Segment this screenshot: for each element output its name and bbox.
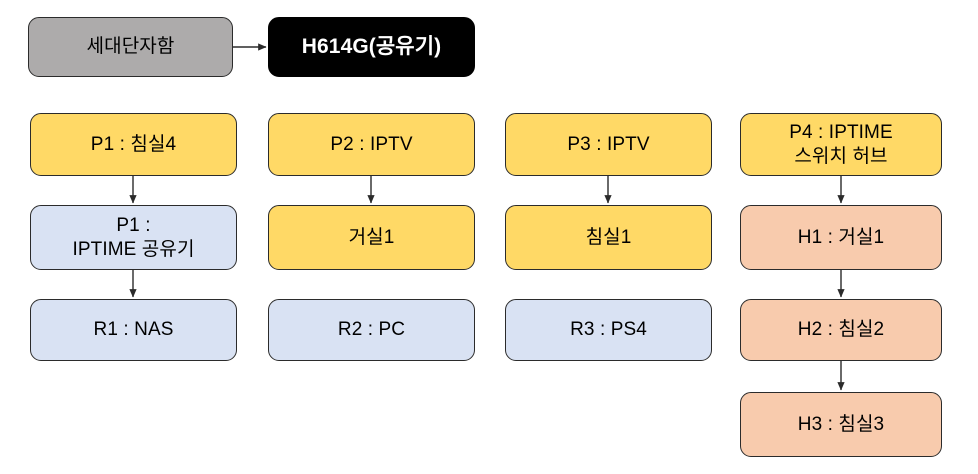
n-r2-pc[interactable]: R2 : PC: [268, 299, 475, 361]
n-living-room-1[interactable]: 거실1: [268, 205, 475, 270]
n-p2-iptv[interactable]: P2 : IPTV: [268, 113, 475, 176]
n-bedroom-1[interactable]: 침실1: [505, 205, 712, 270]
n-p4-iptime-hub[interactable]: P4 : IPTIME 스위치 허브: [740, 113, 942, 176]
n-p1-iptime-router[interactable]: P1 : IPTIME 공유기: [30, 205, 237, 270]
n-r3-ps4[interactable]: R3 : PS4: [505, 299, 712, 361]
n-p3-iptv[interactable]: P3 : IPTV: [505, 113, 712, 176]
n-distribution-box[interactable]: 세대단자함: [28, 17, 233, 77]
n-h614g-router[interactable]: H614G(공유기): [268, 17, 475, 77]
n-p1-bedroom4[interactable]: P1 : 침실4: [30, 113, 237, 176]
n-h1-living-room-1[interactable]: H1 : 거실1: [740, 205, 942, 270]
n-h2-bedroom-2[interactable]: H2 : 침실2: [740, 299, 942, 361]
n-r1-nas[interactable]: R1 : NAS: [30, 299, 237, 361]
n-h3-bedroom-3[interactable]: H3 : 침실3: [740, 392, 942, 457]
